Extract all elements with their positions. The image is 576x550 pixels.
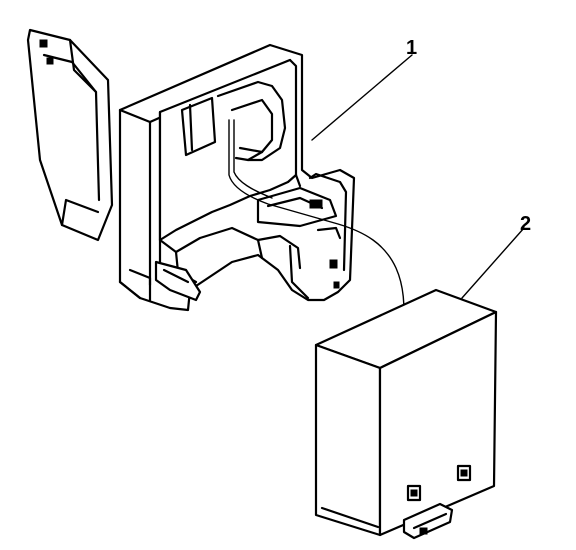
- callout-2-label: 2: [520, 213, 531, 235]
- callout-2: 2: [461, 213, 531, 299]
- connector-wire: [228, 119, 405, 329]
- relay-module: [314, 288, 498, 540]
- module-front-face: [314, 343, 382, 537]
- callout-2-leader: [461, 227, 525, 299]
- callout-1-label: 1: [406, 37, 417, 59]
- bracket-side-flange: [26, 28, 114, 242]
- connector-wire-pair: [233, 119, 273, 199]
- callout-1: 1: [311, 37, 417, 141]
- callout-1-leader: [311, 54, 413, 141]
- mounting-bracket: [26, 28, 356, 312]
